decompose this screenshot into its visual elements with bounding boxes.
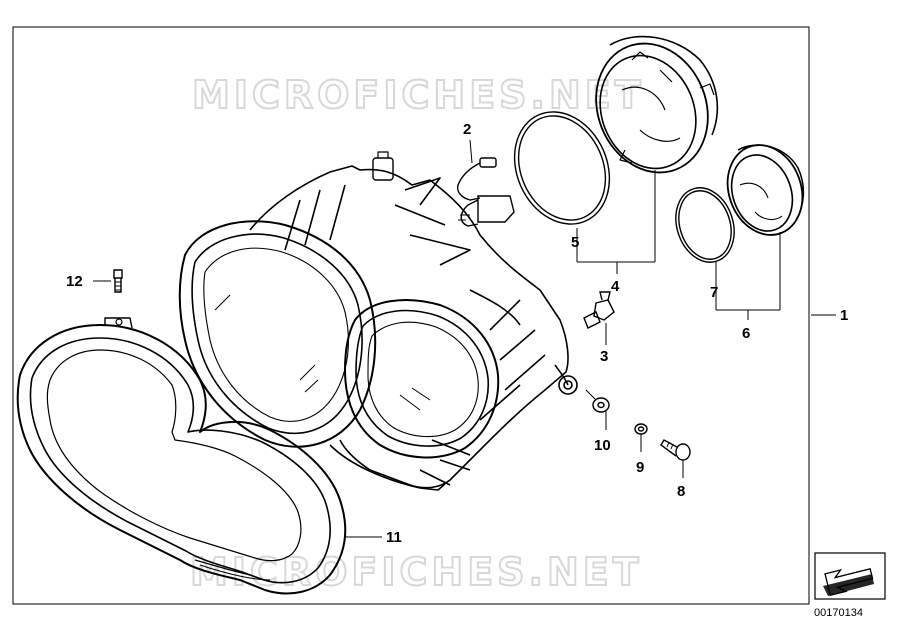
callout-4: 4 bbox=[611, 278, 620, 295]
part-3-holder bbox=[583, 291, 615, 329]
part-5-seal-ring bbox=[513, 111, 611, 225]
callout-9: 9 bbox=[636, 459, 644, 476]
part-4-cap bbox=[595, 35, 719, 174]
callout-1: 1 bbox=[840, 307, 848, 324]
part-2-bulb bbox=[456, 157, 515, 227]
watermark-top: MICROFICHES.NET bbox=[192, 73, 645, 117]
part-7-seal-ring bbox=[675, 187, 735, 263]
callout-5: 5 bbox=[571, 234, 579, 251]
trim-frame bbox=[16, 317, 347, 595]
headlight-housing bbox=[178, 151, 578, 491]
document-number: 00170134 bbox=[814, 607, 863, 619]
callout-8: 8 bbox=[677, 483, 685, 500]
callout-3: 3 bbox=[600, 348, 608, 365]
callout-7: 7 bbox=[710, 284, 718, 301]
callout-2: 2 bbox=[463, 121, 471, 138]
part-12-screw bbox=[113, 269, 123, 293]
watermark-bottom: MICROFICHES.NET bbox=[190, 550, 643, 594]
callout-12: 12 bbox=[66, 273, 83, 290]
part-8-screw bbox=[660, 439, 691, 461]
callout-6: 6 bbox=[742, 325, 750, 342]
callout-10: 10 bbox=[594, 437, 611, 454]
arrow-nav-icon[interactable] bbox=[814, 552, 886, 600]
part-6-cap bbox=[726, 144, 805, 236]
leader-lines bbox=[93, 139, 836, 538]
part-9-washer bbox=[634, 423, 648, 435]
diagram-frame bbox=[12, 26, 810, 605]
part-10-washer bbox=[592, 397, 610, 413]
callout-11: 11 bbox=[386, 529, 402, 546]
